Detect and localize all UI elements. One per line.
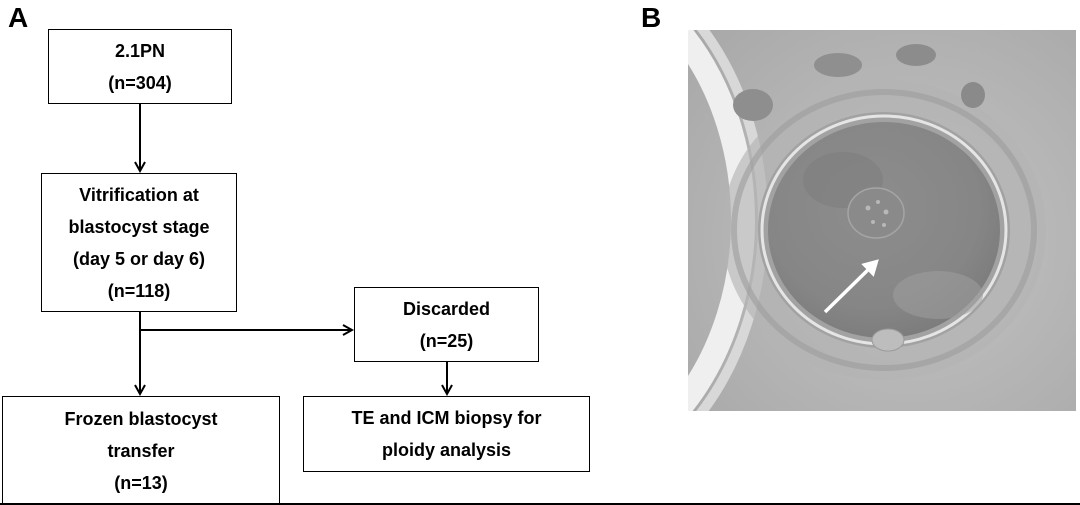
box-biopsy: TE and ICM biopsy for ploidy analysis — [303, 396, 590, 472]
box-vitrification-line3: (day 5 or day 6) — [73, 243, 205, 275]
box-biopsy-line1: TE and ICM biopsy for — [351, 402, 541, 434]
box-discarded-line1: Discarded — [403, 293, 490, 325]
box-biopsy-line2: ploidy analysis — [382, 434, 511, 466]
box-frozen-line1: Frozen blastocyst — [64, 403, 217, 435]
box-vitrification-line1: Vitrification at — [79, 179, 199, 211]
box-vitrification-line2: blastocyst stage — [68, 211, 209, 243]
box-frozen-transfer: Frozen blastocyst transfer (n=13) — [2, 396, 280, 505]
box-2pn-line1: 2.1PN — [115, 35, 165, 67]
box-2pn: 2.1PN (n=304) — [48, 29, 232, 104]
box-frozen-line2: transfer — [107, 435, 174, 467]
box-vitrification-line4: (n=118) — [108, 275, 171, 307]
box-vitrification: Vitrification at blastocyst stage (day 5… — [41, 173, 237, 312]
box-discarded-line2: (n=25) — [420, 325, 474, 357]
box-discarded: Discarded (n=25) — [354, 287, 539, 362]
box-2pn-line2: (n=304) — [108, 67, 172, 99]
box-frozen-line3: (n=13) — [114, 467, 168, 499]
zygote-micrograph — [688, 30, 1076, 411]
